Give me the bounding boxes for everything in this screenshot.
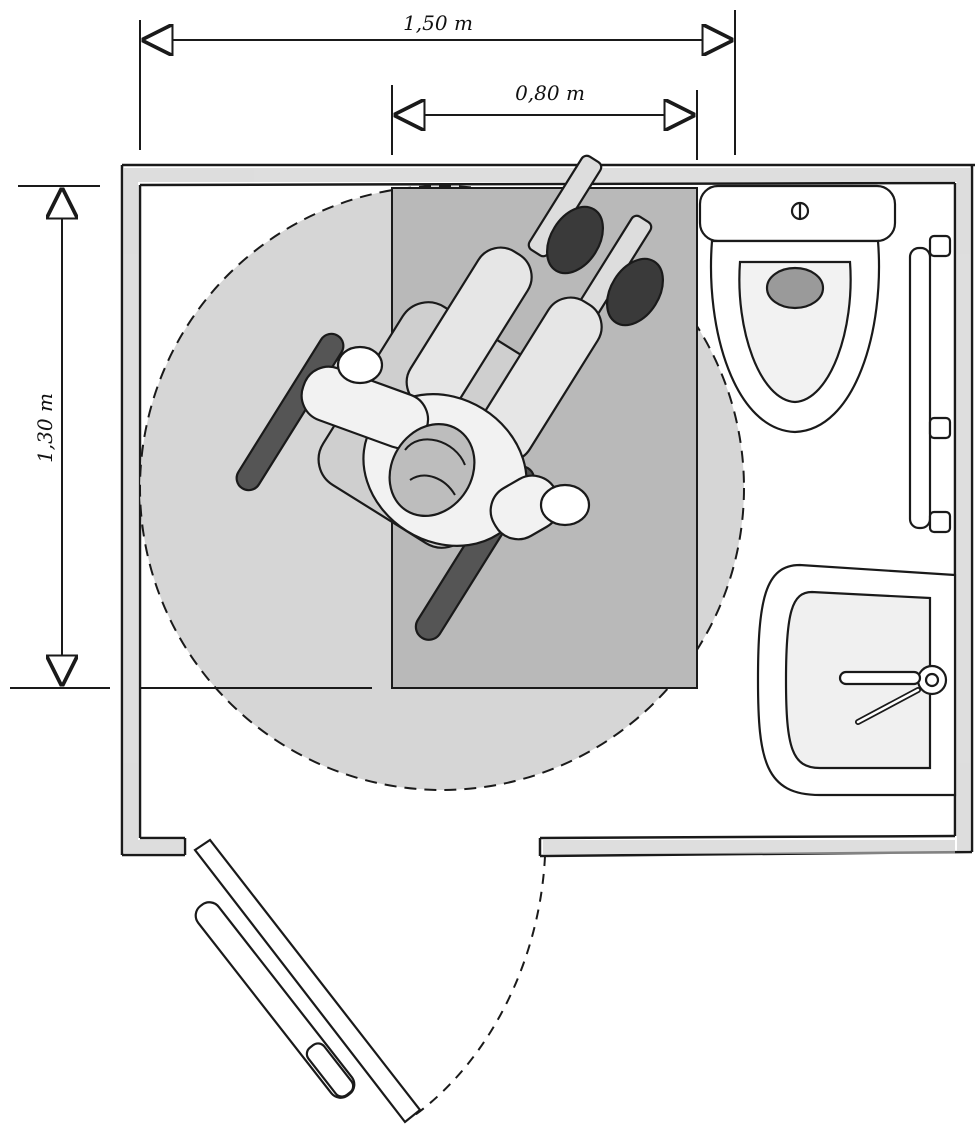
toilet-icon xyxy=(698,184,897,434)
width-dimension-label: 1,50 m xyxy=(403,11,473,35)
dimension-width xyxy=(139,10,736,155)
depth-dimension-label: 1,30 m xyxy=(33,393,57,463)
door-swing-arc xyxy=(414,855,546,1116)
grab-bar-icon xyxy=(908,234,952,534)
wall-shading xyxy=(124,168,971,854)
washbasin-icon xyxy=(756,563,957,797)
dimension-depth xyxy=(10,185,110,689)
inner-width-dimension-label: 0,80 m xyxy=(515,81,585,105)
wheelchair-user-icon xyxy=(235,154,664,641)
door-icon xyxy=(193,838,422,1124)
dimension-inner-width xyxy=(391,85,698,160)
